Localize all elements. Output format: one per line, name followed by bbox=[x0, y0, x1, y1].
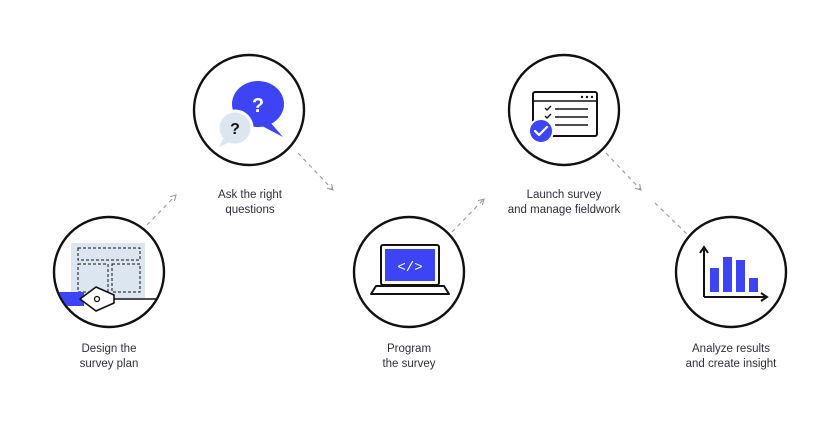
step-label-design: Design the survey plan bbox=[29, 342, 189, 372]
step-label-line: and create insight bbox=[685, 358, 777, 370]
speech-bubbles-question-icon: ? ? bbox=[216, 81, 284, 147]
step-label-line: Launch survey bbox=[526, 189, 602, 201]
connector-program-to-launch bbox=[451, 198, 485, 233]
code-glyph: </> bbox=[397, 260, 422, 276]
step-label-line: and manage fieldwork bbox=[507, 204, 621, 216]
question-mark-glyph: ? bbox=[252, 95, 264, 117]
step-label-analyze: Analyze results and create insight bbox=[651, 342, 811, 372]
checklist-window-icon bbox=[528, 91, 598, 144]
connector-launch-to-analyze-tail bbox=[654, 202, 690, 237]
laptop-code-icon: </> bbox=[370, 244, 450, 295]
step-label-program: Program the survey bbox=[329, 342, 489, 372]
step-label-line: Ask the right bbox=[218, 189, 282, 201]
step-label-line: survey plan bbox=[79, 358, 139, 370]
step-launch bbox=[507, 53, 621, 167]
question-mark-glyph: ? bbox=[230, 121, 240, 138]
connector-launch-to-analyze bbox=[605, 152, 642, 191]
step-label-line: Program bbox=[386, 343, 432, 355]
step-analyze bbox=[674, 215, 788, 329]
step-label-launch: Launch survey and manage fieldwork bbox=[484, 188, 644, 218]
step-design bbox=[52, 215, 166, 329]
step-label-line: the survey bbox=[382, 358, 436, 370]
step-label-line: Design the bbox=[81, 343, 137, 355]
step-label-line: Analyze results bbox=[692, 343, 770, 355]
step-ask: ? ? bbox=[192, 53, 306, 167]
bar-chart-icon bbox=[699, 245, 769, 302]
connector-design-to-ask bbox=[146, 194, 177, 226]
connector-arrows bbox=[146, 152, 690, 237]
step-label-line: questions bbox=[225, 204, 275, 216]
check-badge-icon bbox=[528, 118, 554, 144]
step-program: </> bbox=[352, 215, 466, 329]
connector-ask-to-program bbox=[297, 152, 334, 191]
step-label-ask: Ask the right questions bbox=[170, 188, 330, 218]
